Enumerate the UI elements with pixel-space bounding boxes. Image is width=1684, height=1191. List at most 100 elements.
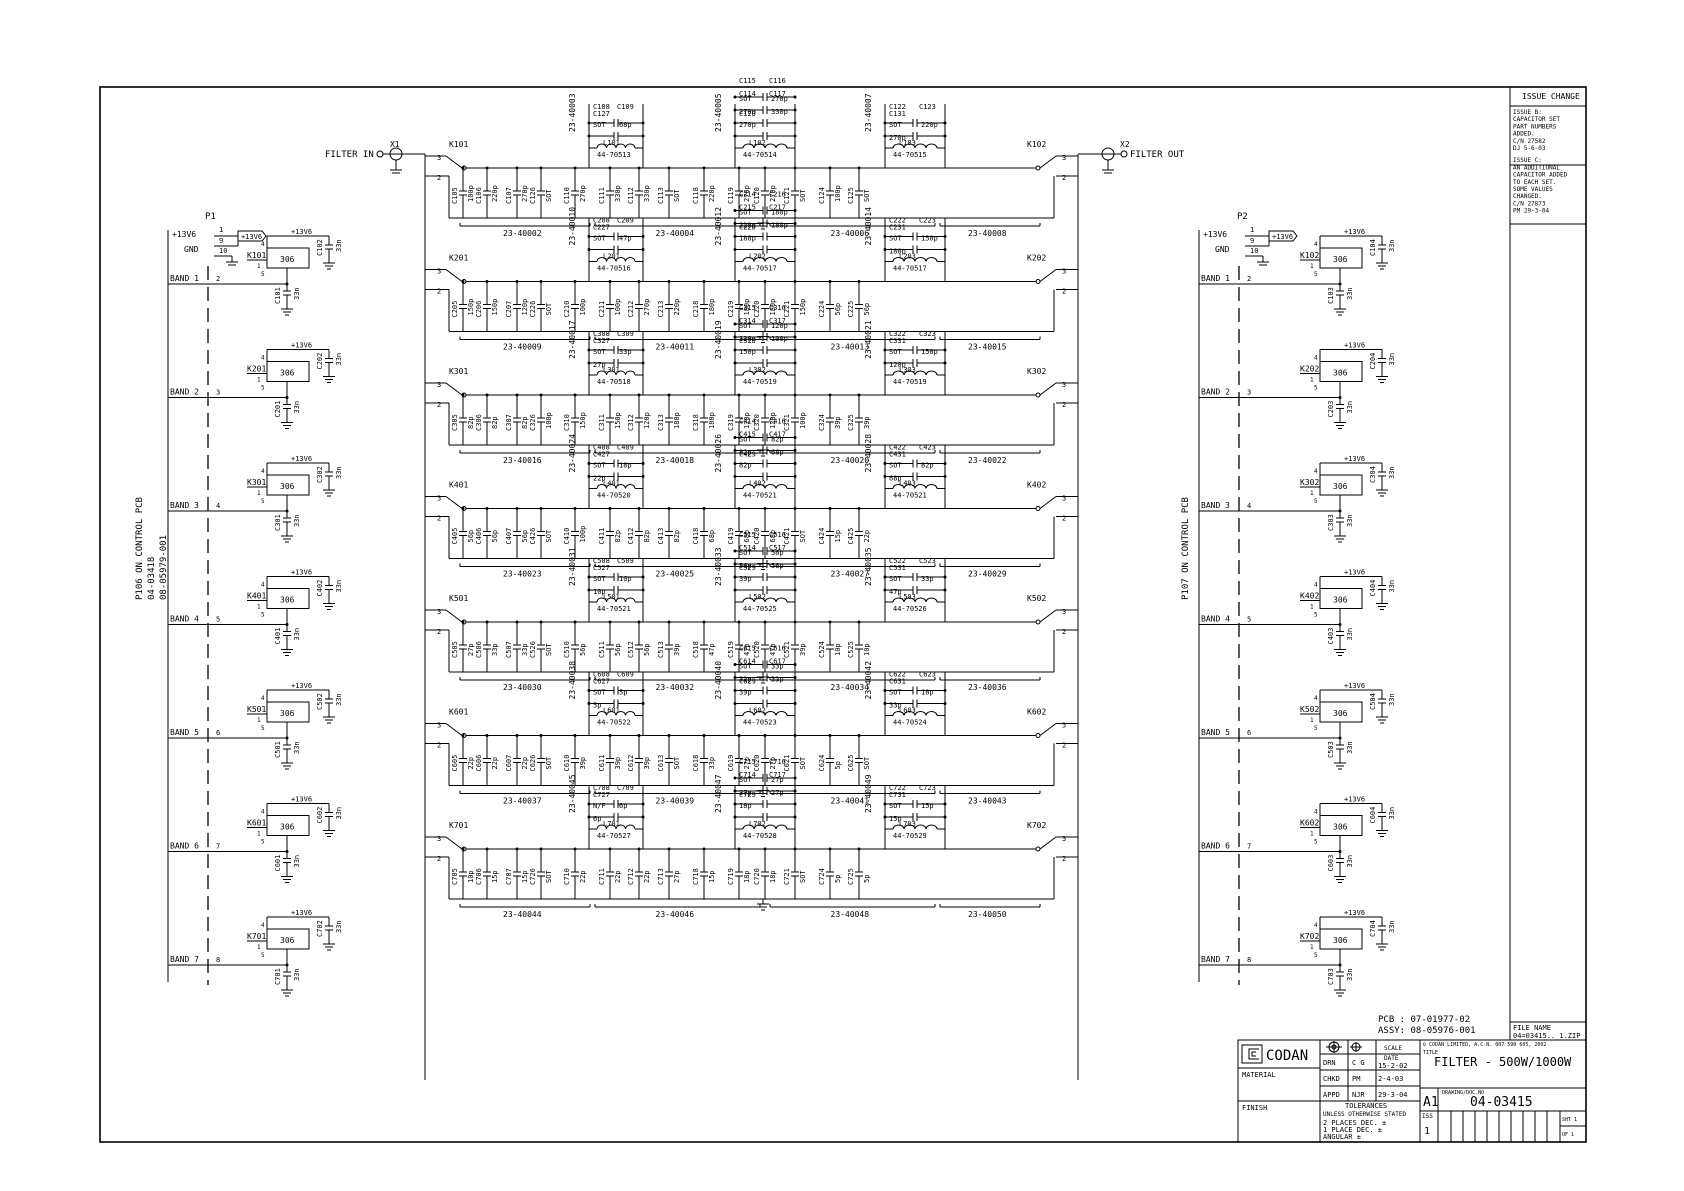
shunt-cap-name: C319 — [727, 414, 735, 431]
shunt-cap-value: 39p — [799, 643, 807, 656]
junction — [883, 121, 887, 125]
inductor-turn — [764, 257, 777, 262]
tank-cap-value: 56p — [739, 562, 752, 570]
junction — [943, 248, 947, 251]
tank-cap-value: 220p — [739, 222, 756, 230]
tank-cap-name: C429 — [739, 451, 756, 459]
p2-label: P2 — [1237, 212, 1248, 222]
right-pin10: 10 — [1250, 247, 1258, 255]
shunt-cap-name: C311 — [598, 414, 606, 431]
relay-pin: 3 — [437, 495, 441, 503]
tank-part-number: 23-40042 — [864, 661, 873, 700]
junction — [733, 702, 737, 705]
shunt-cap-value: 180p — [743, 299, 751, 316]
tank-cap-value: SOT — [739, 436, 752, 444]
shunt-cap-value: SOT — [545, 529, 553, 542]
shunt-cap-value: SOT — [799, 756, 807, 769]
shunt-cap-value: 82p — [491, 416, 499, 429]
drawing-number: 04-03415 — [1470, 1095, 1533, 1110]
relay-supply: +13V6 — [1344, 342, 1365, 350]
shunt-cap-name: C405 — [451, 528, 459, 545]
tank-cap-name: C617 — [769, 658, 786, 666]
shunt-cap-name: C720 — [753, 868, 761, 885]
band-pin: 8 — [1247, 956, 1251, 964]
tank-cap-name: C409 — [617, 444, 634, 452]
inductor-turn — [925, 257, 938, 262]
junction — [857, 507, 861, 510]
relay-label-left: K601 — [449, 708, 468, 717]
bypass-cap-value: 33n — [1346, 741, 1354, 754]
tolerance-1-place: 1 PLACE DEC. ± — [1323, 1126, 1382, 1134]
junction — [737, 847, 741, 851]
inductor-name: L701 — [603, 820, 620, 828]
relay-supply: +13V6 — [291, 228, 312, 236]
inductor-name: L602 — [749, 707, 766, 715]
band-label: BAND 5 — [1201, 728, 1230, 737]
shunt-cap-name: C207 — [505, 301, 513, 318]
cap-group-part: 23-40046 — [656, 910, 695, 919]
relay-pin: 2 — [1062, 288, 1066, 296]
shunt-cap-name: C118 — [692, 187, 700, 204]
relay-supply: +13V6 — [291, 682, 312, 690]
coil-part: 44-70527 — [597, 832, 631, 840]
coil-part: 44-70529 — [893, 832, 927, 840]
relay-pin: 1 — [257, 377, 261, 384]
junction — [793, 121, 797, 125]
bypass-cap-name: C603 — [1327, 855, 1335, 872]
tank-cap-name: C508 — [593, 557, 610, 565]
junction — [461, 166, 465, 170]
sheet-of: OF 1 — [1562, 1132, 1574, 1138]
tank-cap-name: C527 — [593, 564, 610, 572]
junction — [515, 620, 519, 624]
coil-part: 44-70526 — [893, 605, 927, 613]
resonant-tank: 23-40012L20244-70517C229C216C214C217C215… — [714, 191, 797, 282]
tank-cap-value: 10p — [619, 575, 632, 583]
junction — [608, 620, 612, 624]
tank-cap-name: C222 — [889, 217, 906, 225]
inductor-name: L603 — [899, 707, 916, 715]
tank-cap-name: C623 — [919, 671, 936, 679]
inductor-name: L101 — [603, 139, 620, 147]
shunt-cap-value: 5p — [863, 875, 871, 883]
tank-cap-value: 82p — [921, 462, 934, 470]
junction — [461, 507, 465, 510]
junction — [485, 847, 489, 851]
junction — [667, 166, 671, 170]
junction — [793, 588, 797, 592]
shunt-cap-name: C125 — [847, 187, 855, 204]
left-vertical-label-2: 04-03418 — [147, 557, 157, 600]
junction — [793, 676, 797, 679]
shunt-cap-name: C718 — [692, 868, 700, 885]
junction — [485, 620, 489, 624]
cap-group-part: 23-40018 — [656, 456, 695, 465]
inductor-turn — [925, 711, 938, 716]
chkd-date: 2-4-03 — [1378, 1075, 1403, 1083]
relay-pin: 1 — [1310, 377, 1314, 384]
cap-group-part: 23-40048 — [831, 910, 870, 919]
relay-type: 306 — [1333, 255, 1348, 264]
junction — [1338, 963, 1342, 967]
junction — [285, 509, 289, 513]
junction — [883, 348, 887, 352]
left-pin10: 10 — [219, 247, 227, 255]
left-pin1: 1 — [219, 226, 223, 234]
relay-type: 306 — [1333, 369, 1348, 378]
junction — [793, 134, 797, 138]
junction — [485, 280, 489, 283]
junction — [828, 280, 832, 283]
shunt-cap-value: 22p — [521, 757, 529, 770]
inductor-name: L403 — [899, 480, 916, 488]
tank-cap-value: 56p — [771, 549, 784, 557]
relay-coil-box — [266, 815, 310, 836]
tank-cap-value: 33p — [619, 348, 632, 356]
resonant-tank: 23-40047L70244-70528C729C716C715C717C714… — [714, 758, 797, 849]
junction — [943, 235, 947, 238]
relay-pin: 2 — [437, 401, 441, 409]
shunt-cap-value: 5p — [834, 875, 842, 883]
shunt-cap-name: C220 — [753, 301, 761, 318]
relay-pin: 3 — [1062, 608, 1066, 616]
shunt-cap-value: 68p — [708, 530, 716, 543]
cap-group-part: 23-40023 — [503, 570, 542, 579]
